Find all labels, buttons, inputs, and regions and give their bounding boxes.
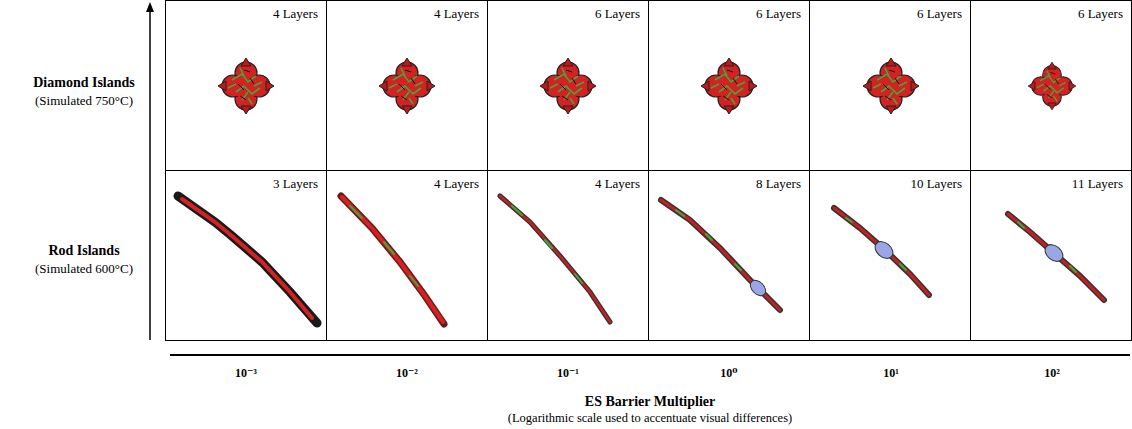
panel-box: 4 Layers — [326, 170, 488, 341]
panel-box: 4 Layers — [487, 170, 649, 341]
layer-count: 8 Layers — [756, 176, 801, 192]
axis-title: ES Barrier Multiplier — [585, 394, 715, 411]
tick-label: 10⁻³ — [235, 366, 257, 380]
layer-count: 4 Layers — [434, 6, 479, 22]
panel-box: 11 Layers — [970, 170, 1132, 341]
rod-island — [500, 196, 610, 322]
diamond-island — [379, 58, 435, 114]
tick-label: 10¹ — [883, 366, 899, 380]
row-subtitle: (Simulated 750°C) — [35, 93, 133, 109]
rod-island — [178, 196, 317, 323]
layer-count: 3 Layers — [273, 176, 318, 192]
axis-subtitle: (Logarithmic scale used to accentuate vi… — [508, 411, 792, 426]
panel-box: 8 Layers — [648, 170, 810, 341]
rod-island — [1008, 214, 1104, 300]
panel-box: 10 Layers — [809, 170, 971, 341]
panel-box: 6 Layers — [487, 0, 649, 171]
tick-label: 10⁰ — [720, 366, 737, 380]
y-axis-arrow — [149, 10, 151, 340]
diamond-island — [1028, 62, 1076, 110]
panel-box: 3 Layers — [165, 170, 327, 341]
row-subtitle: (Simulated 600°C) — [35, 261, 133, 277]
layer-count: 10 Layers — [910, 176, 962, 192]
layer-count: 6 Layers — [1078, 6, 1123, 22]
row-title: Rod Islands — [48, 243, 119, 260]
x-axis-line — [170, 354, 1130, 356]
layer-count: 4 Layers — [273, 6, 318, 22]
layer-count: 11 Layers — [1072, 176, 1123, 192]
diamond-island — [863, 58, 919, 114]
panel-box: 4 Layers — [165, 0, 327, 171]
panel-box: 4 Layers — [326, 0, 488, 171]
diamond-island — [218, 58, 274, 114]
rod-island — [834, 208, 929, 295]
rod-island — [341, 196, 444, 324]
tick-label: 10² — [1044, 366, 1060, 380]
layer-count: 6 Layers — [756, 6, 801, 22]
diamond-island — [540, 58, 596, 114]
layer-count: 4 Layers — [434, 176, 479, 192]
rod-island — [661, 200, 780, 310]
layer-count: 6 Layers — [917, 6, 962, 22]
panel-box: 6 Layers — [648, 0, 810, 171]
panel-box: 6 Layers — [809, 0, 971, 171]
tick-label: 10⁻¹ — [557, 366, 579, 380]
diamond-island — [701, 58, 757, 114]
panel-box: 6 Layers — [970, 0, 1132, 171]
layer-count: 4 Layers — [595, 176, 640, 192]
arrow-head — [146, 2, 154, 12]
row-title: Diamond Islands — [33, 75, 135, 92]
layer-count: 6 Layers — [595, 6, 640, 22]
tick-label: 10⁻² — [396, 366, 418, 380]
